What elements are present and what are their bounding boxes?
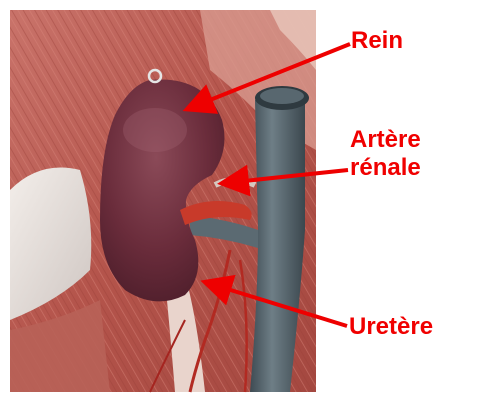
label-artere-line1: Artère [350, 126, 421, 154]
label-uretere-text: Uretère [349, 313, 433, 340]
label-rein: Rein [351, 27, 403, 55]
label-artere-renale: Artère rénale [350, 126, 421, 183]
label-uretere: Uretère [349, 313, 433, 341]
label-artere-line2: rénale [350, 154, 421, 182]
photo-region [10, 10, 316, 392]
label-rein-text: Rein [351, 27, 403, 54]
